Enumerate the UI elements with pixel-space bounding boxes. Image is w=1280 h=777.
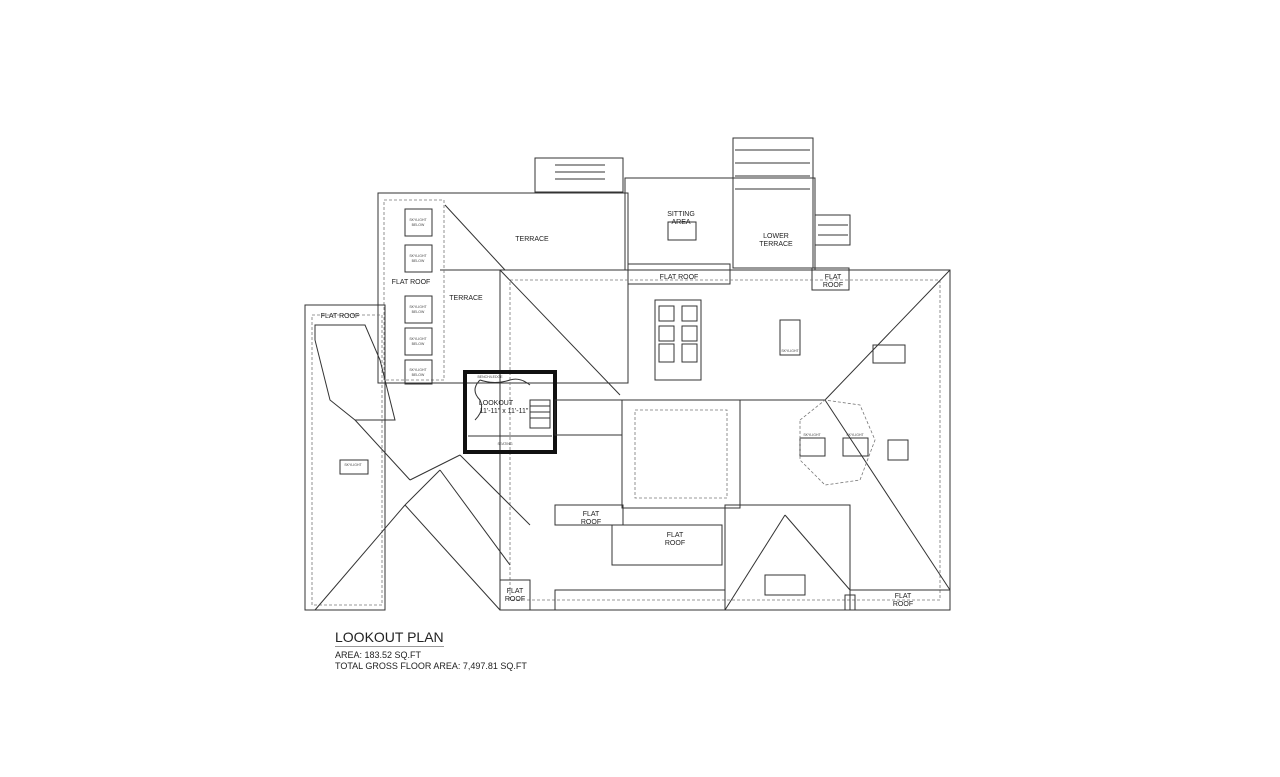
skylight-label: SKYLIGHT	[409, 337, 427, 341]
skylight-label: SKYLIGHT	[781, 349, 799, 353]
area-label: AREA	[671, 219, 690, 226]
bench-label: BENCH/LEDGE	[477, 375, 503, 379]
lookout-room	[463, 370, 623, 454]
roof-label: ROOF	[823, 282, 843, 289]
plan-title: LOOKOUT PLAN	[335, 629, 444, 647]
seating-label: SEATING	[497, 442, 512, 446]
flat-roof-label: FLAT ROOF	[392, 279, 431, 286]
below-label: BELOW	[412, 310, 425, 314]
lookout-label: LOOKOUT	[479, 400, 514, 407]
total-gross-floor-area: TOTAL GROSS FLOOR AREA: 7,497.81 SQ.FT	[335, 661, 527, 671]
lower-label: LOWER	[763, 233, 789, 240]
flat-roof-label: FLAT ROOF	[660, 274, 699, 281]
skylights-column	[404, 208, 433, 385]
skylight-label: SKYLIGHT	[803, 433, 821, 437]
flat-label: FLAT	[507, 588, 524, 595]
terrace-label: TERRACE	[759, 241, 793, 248]
terrace-area	[377, 177, 850, 384]
top-stairs	[534, 137, 851, 269]
right-lower-wing	[724, 504, 951, 611]
left-wing	[304, 304, 726, 611]
lookout-dims: 11'-11" x 11'-11"	[480, 408, 529, 415]
flat-label: FLAT	[825, 274, 842, 281]
skylight-label: SKYLIGHT	[409, 368, 427, 372]
plan-area: AREA: 183.52 SQ.FT	[335, 650, 422, 660]
below-label: BELOW	[412, 342, 425, 346]
flat-roof-label: FLAT ROOF	[321, 313, 360, 320]
roof-label: ROOF	[581, 519, 601, 526]
sitting-label: SITTING	[667, 211, 695, 218]
skylight-label: SKYLIGHT	[409, 305, 427, 309]
flat-label: FLAT	[895, 593, 912, 600]
roof-label: ROOF	[665, 540, 685, 547]
terrace-label: TERRACE	[515, 236, 549, 243]
below-label: BELOW	[412, 373, 425, 377]
below-label: BELOW	[412, 223, 425, 227]
skylight-label: SKYLIGHT	[409, 218, 427, 222]
flat-label: FLAT	[583, 511, 600, 518]
terrace-label: TERRACE	[449, 295, 483, 302]
flat-label: FLAT	[667, 532, 684, 539]
roof-label: ROOF	[893, 601, 913, 608]
below-label: BELOW	[412, 259, 425, 263]
roof-label: ROOF	[505, 596, 525, 603]
skylight-label: SKYLIGHT	[409, 254, 427, 258]
skylight-label: SKYLIGHT	[344, 463, 362, 467]
skylight-label: SKYLIGHT	[846, 433, 864, 437]
